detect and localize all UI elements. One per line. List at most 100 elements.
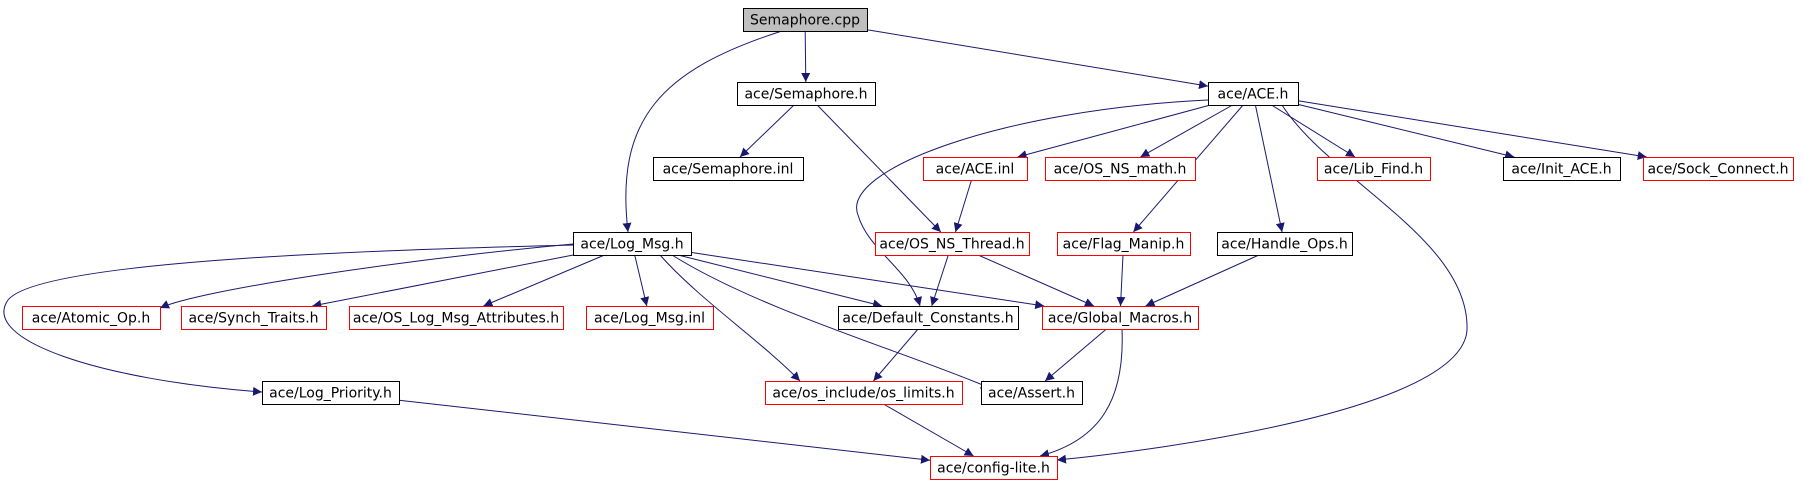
node-box xyxy=(22,306,161,330)
edge-ace_ace_h-to-ace_default_constants_h xyxy=(856,99,1209,307)
edge-ace_default_constants_h-to-ace_os_include_os_limits_h xyxy=(873,328,919,382)
edge-ace_log_msg_h-to-ace_atomic_op_h xyxy=(159,243,574,309)
edge-semaphore_cpp-to-ace_log_msg_h xyxy=(622,30,783,233)
node-label: Semaphore.cpp xyxy=(750,13,860,29)
node-label: ace/Assert.h xyxy=(988,386,1075,402)
node-label: ace/os_include/os_limits.h xyxy=(772,386,954,402)
edge-semaphore_cpp-to-ace_semaphore_h xyxy=(801,30,811,83)
node-box xyxy=(743,8,868,32)
node-ace_default_constants_h[interactable]: ace/Default_Constants.h xyxy=(838,306,1019,330)
node-box xyxy=(1045,157,1196,181)
edge-ace_ace_h-to-ace_handle_ops_h xyxy=(1254,104,1285,233)
node-label: ace/Log_Msg.h xyxy=(580,237,683,253)
edge-ace_os_include_os_limits_h-to-ace_config_lite_h xyxy=(883,403,974,457)
nodes-layer: Semaphore.cpp ace/Semaphore.h ace/ACE.h ace… xyxy=(22,8,1794,480)
edge-ace_handle_ops_h-to-ace_global_macros_h xyxy=(1145,254,1260,307)
node-label: ace/Log_Priority.h xyxy=(269,386,392,402)
edge-ace_log_msg_h-to-ace_os_include_os_limits_h xyxy=(659,254,801,382)
node-box xyxy=(349,306,564,330)
edge-ace_log_msg_h-to-ace_log_msg_inl xyxy=(634,254,650,307)
edge-ace_ace_h-to-ace_sock_connect_h xyxy=(1297,100,1647,161)
node-ace_os_ns_thread_h[interactable]: ace/OS_NS_Thread.h xyxy=(875,232,1030,256)
node-ace_log_msg_inl[interactable]: ace/Log_Msg.inl xyxy=(586,306,714,330)
node-ace_os_log_msg_attributes_h[interactable]: ace/OS_Log_Msg_Attributes.h xyxy=(349,306,564,330)
edge-ace_ace_inl-to-ace_os_ns_thread_h xyxy=(953,179,972,233)
node-label: ace/Log_Msg.inl xyxy=(594,311,705,327)
node-box xyxy=(1503,157,1621,181)
node-box xyxy=(1317,157,1431,181)
edge-ace_global_macros_h-to-ace_assert_h xyxy=(1044,328,1107,382)
node-box xyxy=(653,157,804,181)
node-box xyxy=(1217,232,1353,256)
node-label: ace/Semaphore.inl xyxy=(663,162,794,178)
node-ace_flag_manip_h[interactable]: ace/Flag_Manip.h xyxy=(1057,232,1191,256)
node-box xyxy=(1057,232,1191,256)
node-box xyxy=(923,157,1028,181)
node-semaphore_cpp[interactable]: Semaphore.cpp xyxy=(743,8,868,32)
node-ace_synch_traits_h[interactable]: ace/Synch_Traits.h xyxy=(181,306,327,330)
edge-ace_log_msg_h-to-ace_os_log_msg_attributes_h xyxy=(483,254,605,307)
edge-ace_log_priority_h-to-ace_config_lite_h xyxy=(398,399,931,464)
edges-layer xyxy=(3,29,1647,464)
edge-ace_log_msg_h-to-ace_default_constants_h xyxy=(677,254,883,309)
node-box xyxy=(1208,82,1299,106)
node-ace_semaphore_h[interactable]: ace/Semaphore.h xyxy=(737,82,876,106)
node-label: ace/OS_NS_math.h xyxy=(1054,162,1187,178)
node-ace_log_msg_h[interactable]: ace/Log_Msg.h xyxy=(573,232,692,256)
node-ace_os_include_os_limits_h[interactable]: ace/os_include/os_limits.h xyxy=(765,381,963,405)
node-ace_global_macros_h[interactable]: ace/Global_Macros.h xyxy=(1042,306,1199,330)
node-ace_sock_connect_h[interactable]: ace/Sock_Connect.h xyxy=(1643,157,1794,181)
node-box xyxy=(838,306,1019,330)
node-box xyxy=(737,82,876,106)
edge-ace_ace_h-to-ace_lib_find_h xyxy=(1271,104,1356,158)
node-ace_ace_h[interactable]: ace/ACE.h xyxy=(1208,82,1299,106)
node-label: ace/Flag_Manip.h xyxy=(1063,237,1185,253)
node-box xyxy=(586,306,714,330)
node-ace_atomic_op_h[interactable]: ace/Atomic_Op.h xyxy=(22,306,161,330)
node-ace_init_ace_h[interactable]: ace/Init_ACE.h xyxy=(1503,157,1621,181)
node-label: ace/OS_Log_Msg_Attributes.h xyxy=(353,311,559,327)
edge-ace_ace_h-to-ace_os_ns_math_h xyxy=(1140,104,1233,158)
node-label: ace/Global_Macros.h xyxy=(1048,311,1192,327)
edge-ace_ace_h-to-ace_ace_inl xyxy=(1017,104,1211,160)
node-ace_handle_ops_h[interactable]: ace/Handle_Ops.h xyxy=(1217,232,1353,256)
node-box xyxy=(573,232,692,256)
node-box xyxy=(875,232,1030,256)
node-ace_lib_find_h[interactable]: ace/Lib_Find.h xyxy=(1317,157,1431,181)
node-label: ace/Handle_Ops.h xyxy=(1221,237,1348,253)
edge-ace_log_msg_h-to-ace_global_macros_h xyxy=(690,251,1045,310)
node-label: ace/Init_ACE.h xyxy=(1511,162,1611,178)
edge-ace_log_msg_h-to-ace_synch_traits_h xyxy=(312,254,574,309)
node-label: ace/ACE.h xyxy=(1218,87,1289,103)
edge-ace_log_msg_h-to-ace_log_priority_h xyxy=(3,244,574,396)
node-label: ace/Semaphore.h xyxy=(744,87,867,103)
node-box xyxy=(930,456,1058,480)
edge-ace_global_macros_h-to-ace_config_lite_h xyxy=(1039,328,1123,459)
node-box xyxy=(181,306,327,330)
node-label: ace/Atomic_Op.h xyxy=(32,311,150,327)
edge-ace_log_msg_h-to-ace_assert_h xyxy=(671,254,991,389)
node-box xyxy=(1042,306,1199,330)
edge-ace_semaphore_h-to-ace_semaphore_inl xyxy=(739,104,795,158)
node-label: ace/Default_Constants.h xyxy=(842,311,1013,327)
node-label: ace/ACE.inl xyxy=(936,162,1015,178)
node-ace_log_priority_h[interactable]: ace/Log_Priority.h xyxy=(262,381,400,405)
node-label: ace/Lib_Find.h xyxy=(1324,162,1423,178)
node-ace_ace_inl[interactable]: ace/ACE.inl xyxy=(923,157,1028,181)
node-ace_semaphore_inl[interactable]: ace/Semaphore.inl xyxy=(653,157,804,181)
edge-semaphore_cpp-to-ace_ace_h xyxy=(866,29,1209,90)
node-ace_config_lite_h[interactable]: ace/config-lite.h xyxy=(930,456,1058,480)
node-box xyxy=(1643,157,1794,181)
node-box xyxy=(765,381,963,405)
edge-ace_os_ns_thread_h-to-ace_global_macros_h xyxy=(977,254,1095,307)
node-label: ace/Synch_Traits.h xyxy=(188,311,318,327)
edge-ace_ace_h-to-ace_init_ace_h xyxy=(1297,103,1515,160)
edge-ace_os_ns_thread_h-to-ace_default_constants_h xyxy=(930,254,949,307)
node-ace_os_ns_math_h[interactable]: ace/OS_NS_math.h xyxy=(1045,157,1196,181)
node-ace_assert_h[interactable]: ace/Assert.h xyxy=(981,381,1083,405)
node-box xyxy=(262,381,400,405)
node-label: ace/OS_NS_Thread.h xyxy=(879,237,1024,253)
node-box xyxy=(981,381,1083,405)
node-label: ace/config-lite.h xyxy=(937,461,1050,477)
